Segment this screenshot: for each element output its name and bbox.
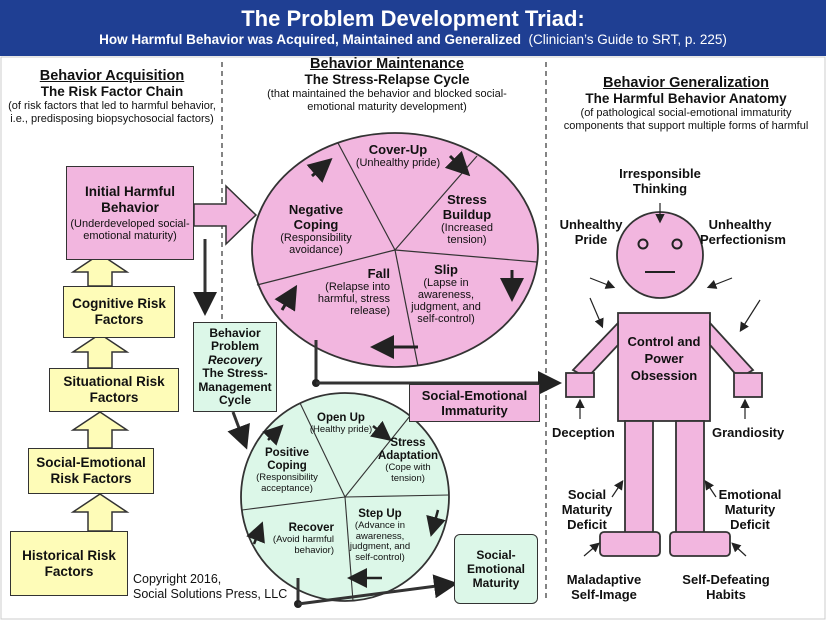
recovery-label-3: The Stress-Management Cycle [198,366,272,407]
acquisition-to-maintenance-arrow [193,184,258,246]
recovery-label-box: Behavior Problem Recovery The Stress-Man… [193,322,277,412]
acquisition-header: Behavior Acquisition The Risk Factor Cha… [8,68,216,125]
page-subtitle: How Harmful Behavior was Acquired, Maint… [0,31,826,49]
grandiosity-label: Grandiosity [712,425,785,440]
social-maturity-deficit-label: Social Maturity Deficit [561,487,613,532]
generalization-heading: Behavior Generalization [603,75,769,91]
anatomy-pointer-arrows [575,203,761,557]
segment-cover-up: Cover-Up(Unhealthy pride) [355,142,441,169]
situational-risk-factors-box: Situational Risk Factors [49,368,179,412]
initial-harmful-behavior-box: Initial Harmful Behavior (Underdeveloped… [66,166,194,260]
segment-recover: Recover(Avoid harmful behavior) [272,522,334,556]
behavior-anatomy-figure [565,211,763,557]
unhealthy-pride-label: Unhealthy Pride [559,217,623,247]
irresponsible-thinking-label: Irresponsible Thinking [619,166,701,196]
copyright-line-1: Copyright 2016, [133,572,222,586]
social-emotional-maturity-box: Social-Emotional Maturity [454,534,538,604]
subtitle-main: How Harmful Behavior was Acquired, Maint… [99,32,521,47]
initial-behavior-note: (Underdeveloped social-emotional maturit… [70,218,190,242]
risk-chain-arrows [70,253,130,532]
recovery-label-1: Behavior Problem [209,325,261,353]
maintenance-heading: Behavior Maintenance [310,56,464,72]
acquisition-subheading: The Risk Factor Chain [40,84,184,99]
social-emotional-immaturity-box: Social-Emotional Immaturity [409,384,540,422]
segment-slip: Slip(Lapse in awareness, judgment, and s… [411,262,481,325]
generalization-description: (of pathological social-emotional immatu… [563,107,809,132]
social-emotional-risk-factors-box: Social-Emotional Risk Factors [28,448,154,494]
maintenance-description: (that maintained the behavior and blocke… [267,88,507,113]
initial-behavior-title: Initial Harmful Behavior [84,184,175,215]
self-defeating-habits-label: Self-Defeating Habits [682,572,770,602]
page-title: The Problem Development Triad: [241,6,585,31]
acquisition-heading: Behavior Acquisition [39,68,185,84]
unhealthy-perfectionism-label: Unhealthy Perfectionism [700,217,786,247]
segment-negative-coping: Negative Coping(Responsibility avoidance… [280,202,352,256]
emotional-maturity-deficit-label: Emotional Maturity Deficit [718,487,782,532]
historical-risk-factors-box: Historical Risk Factors [10,531,128,596]
maintenance-header: Behavior Maintenance The Stress-Relapse … [256,56,518,113]
cognitive-risk-factors-box: Cognitive Risk Factors [63,286,175,338]
torso-label: Control and Power Obsession [627,334,701,383]
subtitle-reference: (Clinician’s Guide to SRT, p. 225) [528,32,727,47]
copyright-line-2: Social Solutions Press, LLC [133,587,288,601]
recovery-label-2: Recovery [207,352,263,367]
stress-relapse-arrows [274,150,524,359]
segment-open-up: Open Up(Healthy pride) [309,412,373,435]
stress-management-arrows [246,420,446,588]
generalization-header: Behavior Generalization The Harmful Beha… [555,75,817,132]
generalization-subheading: The Harmful Behavior Anatomy [585,91,787,106]
segment-fall: Fall(Relapse into harmful, stress releas… [317,266,390,317]
segment-stress-adaptation: Stress Adaptation(Cope with tension) [377,437,439,484]
maintenance-subheading: The Stress-Relapse Cycle [304,72,470,87]
stress-management-dividers [241,402,450,602]
acquisition-description: (of risk factors that led to harmful beh… [8,100,216,125]
face [637,238,683,273]
copyright-notice: Copyright 2016, Social Solutions Press, … [133,572,287,602]
segment-step-up: Step Up(Advance in awareness, judgment, … [349,508,411,563]
deception-label: Deception [552,425,615,440]
title-banner: The Problem Development Triad: How Harmf… [0,0,826,56]
segment-positive-coping: Positive Coping(Responsibility acceptanc… [256,447,318,494]
maladaptive-self-image-label: Maladaptive Self-Image [566,572,642,602]
segment-stress-buildup: Stress Buildup(Increased tension) [441,192,493,246]
